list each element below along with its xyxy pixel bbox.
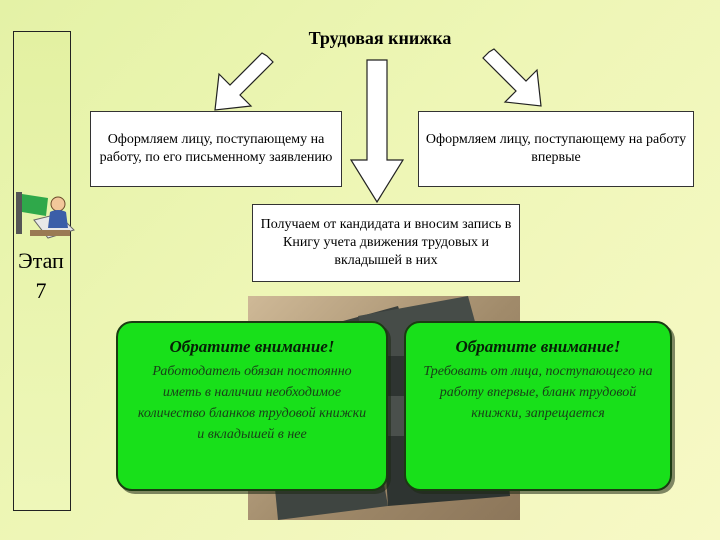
diagram-title: Трудовая книжка [308,28,452,48]
arrow-down-left-icon [214,52,274,111]
stage-label-number: 7 [35,278,47,303]
box-register-in-book: Получаем от кандидата и вносим запись в … [252,204,520,282]
stage-label-word: Этап [18,248,64,273]
stage-sidebar [13,31,71,511]
stage-label: Этап 7 [8,246,74,306]
arrow-down-right-icon [482,48,542,107]
note-heading: Обратите внимание! [169,337,335,356]
note-text: Работодатель обязан постоянно иметь в на… [137,364,367,442]
box-register-in-book-text: Получаем от кандидата и вносим запись в … [260,217,512,268]
note-employer-must-stock-forms: Обратите внимание! Работодатель обязан п… [116,321,388,491]
note-prohibited-to-demand-form: Обратите внимание! Требовать от лица, по… [404,321,672,491]
arrow-down-icon [349,59,405,204]
note-heading: Обратите внимание! [455,337,621,356]
box-first-employment-text: Оформляем лицу, поступающему на работу в… [425,132,687,165]
note-text: Требовать от лица, поступающего на работ… [423,364,653,421]
box-by-written-application: Оформляем лицу, поступающему на работу, … [90,111,342,187]
person-at-desk-icon [16,192,75,239]
box-by-written-application-text: Оформляем лицу, поступающему на работу, … [99,132,333,165]
box-first-employment: Оформляем лицу, поступающему на работу в… [418,111,694,187]
